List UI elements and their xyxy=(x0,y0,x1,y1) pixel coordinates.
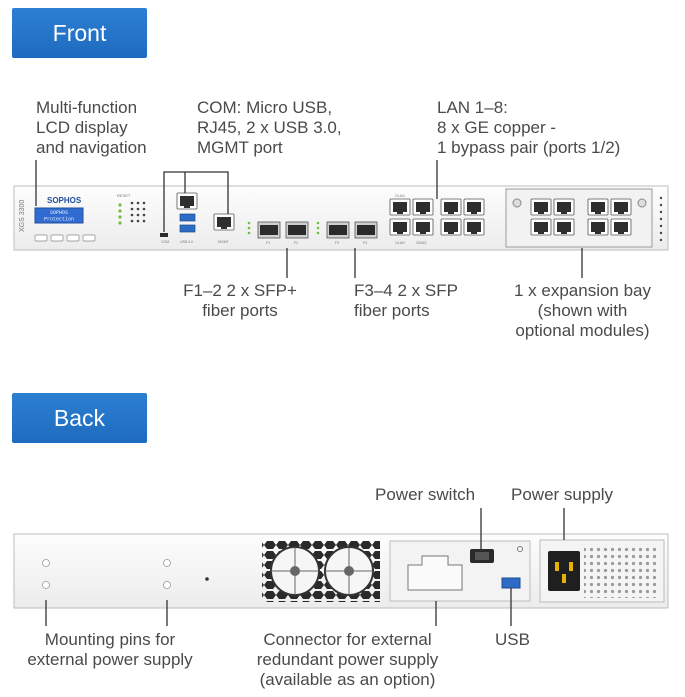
front-brand-logo: SOPHOS xyxy=(47,196,82,205)
com-port-text: COM xyxy=(161,240,169,244)
sfp-f1-text: F1 xyxy=(266,241,270,245)
lcd-line1: SOPHOS xyxy=(50,210,68,216)
label-com-ports: COM: Micro USB,RJ45, 2 x USB 3.0,MGMT po… xyxy=(197,98,342,157)
lcd-nav-buttons[interactable] xyxy=(34,234,96,242)
mounting-pins xyxy=(42,559,171,589)
usb-port-bottom xyxy=(179,224,196,233)
lan-bypass-text: 2/LAN xyxy=(395,194,405,198)
label-power-switch: Power switch xyxy=(375,485,476,504)
sfp-f2-text: F2 xyxy=(294,241,298,245)
lan-bypass-text-c: 2/DMZ xyxy=(416,241,427,245)
mgmt-port xyxy=(213,213,235,231)
back-tab: Back xyxy=(12,393,147,443)
label-sfp-plus: F1–2 2 x SFP+fiber ports xyxy=(183,281,297,320)
lan-bypass-text-b: 1/LAN xyxy=(395,241,405,245)
label-usb: USB xyxy=(495,630,530,649)
front-tab: Front xyxy=(12,8,147,58)
sfp-plus-port-f2 xyxy=(285,221,309,239)
label-power-supply: Power supply xyxy=(511,485,614,504)
sfp-plus-port-f1 xyxy=(257,221,281,239)
label-lan-ports: LAN 1–8:8 x GE copper -1 bypass pair (po… xyxy=(437,98,621,157)
lcd-display xyxy=(34,207,84,224)
back-usb-port xyxy=(501,577,521,589)
front-callout-lines xyxy=(35,160,583,278)
power-inlet xyxy=(548,551,580,591)
usb-port-text: USB 3.0 xyxy=(180,240,193,244)
usb-port-top xyxy=(179,213,196,222)
status-leds xyxy=(118,203,122,225)
front-chassis: XGS 3300 SOPHOS SOPHOS Protection RESET … xyxy=(13,185,669,251)
sfp-port-f4 xyxy=(354,221,378,239)
connector-plate xyxy=(407,555,463,591)
lcd-line2: Protection xyxy=(44,217,74,223)
com-micro-usb-port xyxy=(160,233,168,237)
front-model-text: XGS 3300 xyxy=(19,200,26,232)
reset-text: RESET xyxy=(117,193,131,198)
console-rj45-port xyxy=(176,192,198,210)
back-callout-lines xyxy=(45,508,565,626)
expansion-bay xyxy=(505,188,653,248)
sfp-f3-text: F3 xyxy=(335,241,339,245)
vent-dots-front xyxy=(130,201,146,223)
sfp-port-f3 xyxy=(326,221,350,239)
sfp-f4-text: F4 xyxy=(363,241,367,245)
mgmt-port-text: MGMT xyxy=(218,240,230,244)
fans xyxy=(262,540,380,602)
back-chassis xyxy=(13,533,669,609)
sfp-leds xyxy=(247,221,320,235)
